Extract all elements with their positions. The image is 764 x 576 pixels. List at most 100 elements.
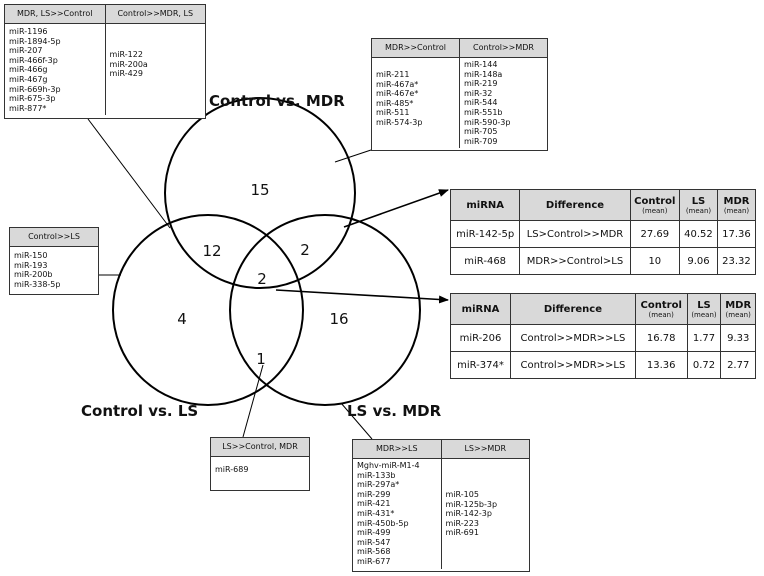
table-cell: miR-374* <box>450 351 511 379</box>
table-cell: LS>Control>>MDR <box>519 220 631 248</box>
table-cell: 0.72 <box>686 351 722 379</box>
count-mdr-only: 15 <box>250 181 270 199</box>
table-cell: 16.78 <box>634 324 688 352</box>
table-cell: 9.06 <box>679 247 718 275</box>
venn-circle-control-vs-ls <box>112 214 304 406</box>
count-mdr-ls: 2 <box>300 241 310 259</box>
mirna-column: miR-211 miR-467a* miR-467e* miR-485* miR… <box>372 58 459 148</box>
mirna-item: miR-467a* <box>376 79 419 89</box>
table-cell: 13.36 <box>634 351 688 379</box>
mirna-item: miR-551b <box>464 107 503 117</box>
mirna-item: miR-150 <box>14 251 48 260</box>
unit-label: (mean) <box>648 310 674 319</box>
connector-top-right <box>334 149 372 163</box>
mirna-item: miR-421 <box>357 499 391 509</box>
mirna-item: miR-1196 <box>9 27 48 36</box>
mirna-item: miR-669h-3p <box>9 84 61 94</box>
mirna-item: miR-466g <box>9 65 48 75</box>
mirna-item: miR-148a <box>464 69 503 79</box>
connector-bottom-mid <box>242 364 264 438</box>
unit-label: (mean) <box>691 310 717 319</box>
box-header: Control>>MDR <box>459 39 547 57</box>
mirna-item: miR-466f-3p <box>9 55 58 65</box>
set-label-control-vs-ls: Control vs. LS <box>81 402 199 420</box>
mirna-box-bottom-right: MDR>>LS LS>>MDR Mghv-miR-M1-4 miR-133b m… <box>352 439 530 572</box>
mirna-item: miR-467g <box>9 74 48 84</box>
box-header: LS>>MDR <box>440 440 530 458</box>
mirna-column: miR-150 miR-193 miR-200b miR-338-5p <box>10 247 98 291</box>
table-header-cell: Control(mean) <box>634 293 688 325</box>
mirna-item: miR-574-3p <box>376 117 423 127</box>
mirna-item: miR-122 <box>109 50 143 59</box>
mirna-item: miR-32 <box>464 88 493 98</box>
mirna-item: miR-211 <box>376 70 410 79</box>
mirna-box-left: Control>>LS miR-150 miR-193 miR-200b miR… <box>9 227 99 295</box>
mirna-item: miR-691 <box>445 528 479 538</box>
set-label-ls-vs-mdr: LS vs. MDR <box>347 402 442 420</box>
mean-table-top: miRNA Difference Control(mean) LS(mean) … <box>449 189 757 275</box>
box-header: MDR, LS>>Control <box>16 9 93 18</box>
mirna-item: miR-142-3p <box>445 509 492 519</box>
count-ls-only: 16 <box>329 310 349 328</box>
table-row: miR-468 MDR>>Control>LS 10 9.06 23.32 <box>449 247 757 275</box>
table-row: miR-374* Control>>MDR>>LS 13.36 0.72 2.7… <box>450 351 756 379</box>
mean-table-bottom: miRNA Difference Control(mean) LS(mean) … <box>450 293 756 379</box>
mirna-item: miR-709 <box>464 136 498 146</box>
table-header-row: miRNA Difference Control(mean) LS(mean) … <box>449 189 757 221</box>
table-cell: 27.69 <box>629 220 681 248</box>
mirna-item: miR-568 <box>357 547 391 557</box>
box-header: Control>>MDR, LS <box>104 5 206 23</box>
count-control-mdr: 12 <box>202 242 222 260</box>
table-cell: 40.52 <box>679 220 718 248</box>
mirna-item: miR-705 <box>464 127 498 137</box>
mirna-item: miR-590-3p <box>464 117 511 127</box>
box-header: MDR>>LS <box>375 444 418 453</box>
set-label-control-vs-mdr: Control vs. MDR <box>209 92 345 110</box>
mirna-column: miR-105 miR-125b-3p miR-142-3p miR-223 m… <box>440 459 530 569</box>
mirna-item: miR-297a* <box>357 480 400 490</box>
connector-top-left <box>87 118 171 229</box>
table-cell: Control>>MDR>>LS <box>510 351 636 379</box>
table-header-cell: MDR(mean) <box>720 293 756 325</box>
table-header-cell: miRNA <box>449 189 521 221</box>
table-row: miR-206 Control>>MDR>>LS 16.78 1.77 9.33 <box>450 324 756 352</box>
table-cell: 9.33 <box>720 324 756 352</box>
mirna-item: miR-499 <box>357 528 391 538</box>
table-cell: miR-142-5p <box>449 220 521 248</box>
mirna-item: miR-338-5p <box>14 279 61 289</box>
count-all-three: 2 <box>257 270 267 288</box>
mirna-item: miR-511 <box>376 108 410 118</box>
table-cell: 23.32 <box>716 247 757 275</box>
unit-label: (mean) <box>685 206 712 215</box>
box-header: MDR>>Control <box>385 43 446 52</box>
mirna-item: miR-200a <box>109 59 148 69</box>
venn-circle-control-vs-mdr <box>164 97 356 289</box>
mirna-item: miR-429 <box>109 69 143 79</box>
mirna-item: miR-1894-5p <box>9 36 61 46</box>
table-cell: 17.36 <box>716 220 757 248</box>
mirna-item: miR-105 <box>445 490 479 499</box>
table-header-cell: LS(mean) <box>679 189 718 221</box>
mirna-item: miR-207 <box>9 46 43 56</box>
mirna-item: miR-689 <box>215 465 249 474</box>
connector-bottom-right <box>340 402 373 440</box>
mirna-column: miR-144 miR-148a miR-219 miR-32 miR-544 … <box>459 58 547 149</box>
mirna-box-bottom-mid: LS>>Control, MDR miR-689 <box>210 437 310 491</box>
unit-label: (mean) <box>725 310 751 319</box>
table-header-cell: MDR(mean) <box>716 189 757 221</box>
table-cell: miR-206 <box>450 324 511 352</box>
table-header-cell: Difference <box>510 293 636 325</box>
venn-circle-ls-vs-mdr <box>229 214 421 406</box>
table-header-cell: miRNA <box>450 293 511 325</box>
mirna-item: miR-877* <box>9 103 47 113</box>
box-header: Control>>LS <box>28 232 80 241</box>
mirna-item: miR-125b-3p <box>445 499 498 509</box>
mirna-item: miR-223 <box>445 518 479 528</box>
table-cell: 1.77 <box>686 324 722 352</box>
table-cell: Control>>MDR>>LS <box>510 324 636 352</box>
table-header-cell: Control(mean) <box>629 189 681 221</box>
mirna-box-top-left: MDR, LS>>Control Control>>MDR, LS miR-11… <box>4 4 206 119</box>
arrow-to-bottom-table <box>275 289 449 304</box>
mirna-item: miR-677 <box>357 556 391 566</box>
